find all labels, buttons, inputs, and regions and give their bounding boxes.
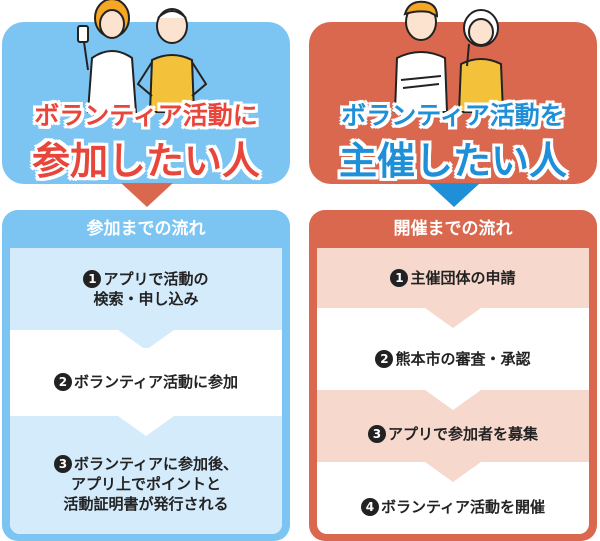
participants-illustration [77, 0, 208, 113]
chevron-down-icon [317, 390, 589, 410]
chevron-down-icon [10, 416, 282, 436]
down-arrow-icon [428, 183, 480, 207]
organizer-title-line2: 主催したい人 [338, 139, 567, 183]
step-number-badge: 3 [53, 455, 72, 473]
person-arms-crossed-icon [393, 0, 449, 113]
participant-title-line2: 参加したい人 [31, 139, 260, 183]
person-checking-phone-icon [77, 0, 138, 113]
step-number-badge: 3 [367, 425, 386, 443]
down-arrow-icon [121, 183, 173, 207]
organizers-illustration [393, 0, 505, 113]
step-number-badge: 1 [83, 270, 102, 288]
organizer-flow-title: 開催までの流れ [393, 219, 513, 239]
organizer-header-card: ボランティア活動を 主催したい人 [309, 0, 597, 184]
participant-flow-title: 参加までの流れ [86, 219, 206, 239]
participant-header-card: ボランティア活動に 参加したい人 [2, 0, 290, 184]
chevron-down-icon [10, 330, 282, 350]
step-number-badge: 2 [375, 350, 394, 368]
participant-title-line1: ボランティア活動に [34, 101, 258, 130]
person-thinking-icon [457, 9, 505, 113]
step-number-badge: 4 [360, 498, 379, 516]
chevron-down-icon [317, 308, 589, 328]
organizer-title-line1: ボランティア活動を [341, 101, 565, 130]
person-hands-on-hips-icon [136, 8, 208, 113]
step-number-badge: 1 [390, 269, 409, 287]
chevron-down-icon [317, 462, 589, 482]
step-number-badge: 2 [53, 373, 72, 391]
